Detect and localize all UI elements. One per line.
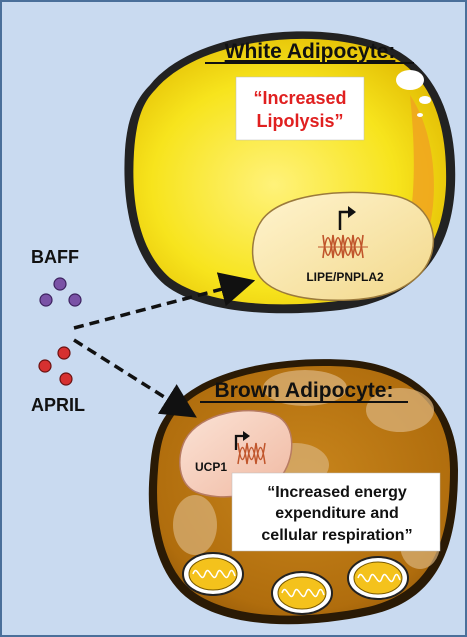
brown-adipocyte-title: Brown Adipocyte: bbox=[215, 379, 394, 402]
brown-adipocyte: UCP1 Brown Adipocyte: “Increased energy … bbox=[148, 359, 458, 625]
ucp1-gene-label: UCP1 bbox=[195, 460, 227, 474]
energy-callout-box bbox=[231, 472, 441, 552]
lipid-droplet bbox=[173, 495, 217, 555]
dna-strand-icon bbox=[318, 234, 368, 259]
membrane-highlight bbox=[417, 113, 423, 117]
white-adipocyte-title: White Adipocyte: bbox=[225, 40, 396, 63]
lipid-droplet bbox=[263, 370, 347, 406]
arrow-to-white-adipocyte bbox=[73, 272, 256, 330]
mitochondrion bbox=[182, 552, 244, 596]
baff-label: BAFF bbox=[31, 247, 79, 267]
arrow-to-brown-adipocyte bbox=[73, 338, 197, 418]
april-label: APRIL bbox=[31, 395, 85, 415]
dna-strand-icon bbox=[237, 442, 266, 465]
lipolysis-callout-box bbox=[235, 76, 365, 141]
lipe-pnpla2-gene-label: LIPE/PNPLA2 bbox=[306, 270, 384, 284]
april-molecule bbox=[59, 372, 73, 386]
mitochondrion bbox=[271, 571, 333, 615]
mitochondrion bbox=[347, 556, 409, 600]
transcription-arrow-icon bbox=[234, 431, 250, 450]
energy-callout-line2: expenditure and bbox=[275, 505, 399, 522]
baff-ligand: BAFF bbox=[31, 247, 82, 307]
white-adipocyte-nucleus bbox=[251, 191, 435, 301]
lipid-droplet bbox=[366, 388, 434, 432]
baff-molecule bbox=[68, 293, 82, 307]
baff-molecule bbox=[53, 277, 67, 291]
energy-callout-line3: cellular respiration” bbox=[261, 527, 412, 544]
april-molecule bbox=[57, 346, 71, 360]
membrane-highlight bbox=[396, 70, 424, 90]
white-adipocyte: White Adipocyte: “Increased Lipolysis” L… bbox=[124, 31, 456, 314]
lipolysis-callout-line2: Lipolysis” bbox=[256, 111, 343, 131]
energy-callout-line1: “Increased energy bbox=[267, 484, 407, 501]
membrane-highlight bbox=[419, 96, 431, 104]
baff-molecule bbox=[39, 293, 53, 307]
april-ligand: APRIL bbox=[31, 346, 85, 415]
lipolysis-callout-line1: “Increased bbox=[253, 88, 346, 108]
transcription-arrow-icon bbox=[338, 206, 356, 230]
april-molecule bbox=[38, 359, 52, 373]
